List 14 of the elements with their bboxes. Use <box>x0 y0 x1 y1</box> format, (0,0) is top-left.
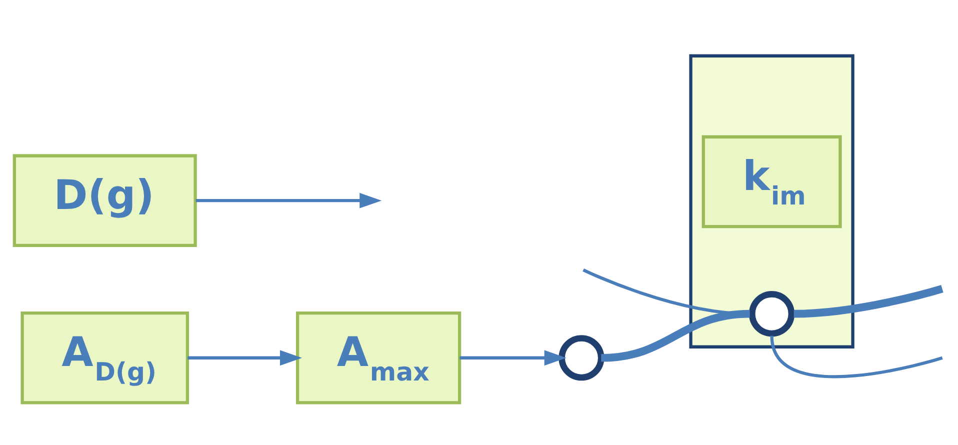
connector <box>794 284 944 318</box>
arrow <box>188 350 302 366</box>
node-circle <box>748 290 795 336</box>
node-box: k$_{im}$ <box>702 134 842 228</box>
arrow <box>460 350 566 366</box>
node-box: A$_{D(g)}$ <box>20 310 190 404</box>
cluster <box>689 54 854 348</box>
arrow <box>196 192 382 208</box>
connector <box>582 268 750 315</box>
connector <box>770 335 943 378</box>
node-box: A$_{max}$ <box>296 310 462 404</box>
node-box: D(g) <box>12 154 197 246</box>
connector <box>600 309 750 362</box>
node-circle <box>558 334 604 380</box>
